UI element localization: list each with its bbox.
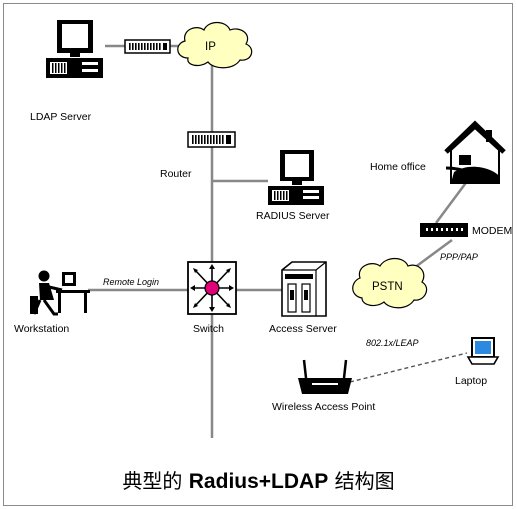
remote-login-label: Remote Login: [103, 277, 159, 287]
ldap-server-computer-icon: [46, 20, 103, 78]
ppp-pap-label: PPP/PAP: [440, 252, 478, 262]
access-server-icon: [281, 261, 327, 317]
workstation-user-icon: [30, 270, 90, 316]
pstn-to-modem-line: [413, 238, 453, 270]
workstation-label: Workstation: [14, 323, 69, 335]
figure-caption: 典型的 Radius+LDAP 结构图: [0, 465, 517, 494]
ip-label: IP: [205, 41, 216, 53]
pstn-cloud-icon: [352, 257, 428, 309]
radius-server-computer-icon: [268, 150, 324, 205]
switch-label: Switch: [193, 323, 224, 335]
laptop-icon: [466, 337, 500, 365]
router-label: Router: [160, 168, 192, 180]
pstn-label: PSTN: [372, 281, 403, 293]
ldap-server-label: LDAP Server: [30, 111, 92, 123]
ldap-hub-device-icon: [124, 39, 171, 54]
figure-frame: [3, 3, 513, 506]
home-office-icon: [444, 120, 506, 185]
wireless-protocol-label: 802.1x/LEAP: [366, 338, 419, 348]
switch-icon: [187, 261, 237, 315]
wireless-link-line: [349, 352, 468, 383]
radius-server-label: RADIUS Server: [256, 210, 330, 222]
ip-cloud-icon: [177, 21, 253, 69]
access-server-label: Access Server: [269, 323, 337, 335]
wireless-access-point-label: Wireless Access Point: [272, 401, 375, 413]
modem-icon: [420, 223, 468, 237]
caption-prefix: 典型的: [122, 469, 189, 493]
wireless-access-point-icon: [298, 359, 352, 394]
router-icon: [187, 131, 236, 148]
caption-suffix: 结构图: [328, 469, 395, 493]
modem-label: MODEM: [472, 225, 512, 237]
home-office-label: Home office: [370, 161, 426, 173]
modem-to-home-line: [434, 179, 470, 224]
caption-bold: Radius+LDAP: [188, 470, 329, 493]
laptop-label: Laptop: [455, 375, 487, 387]
connection-lines: [88, 44, 470, 438]
